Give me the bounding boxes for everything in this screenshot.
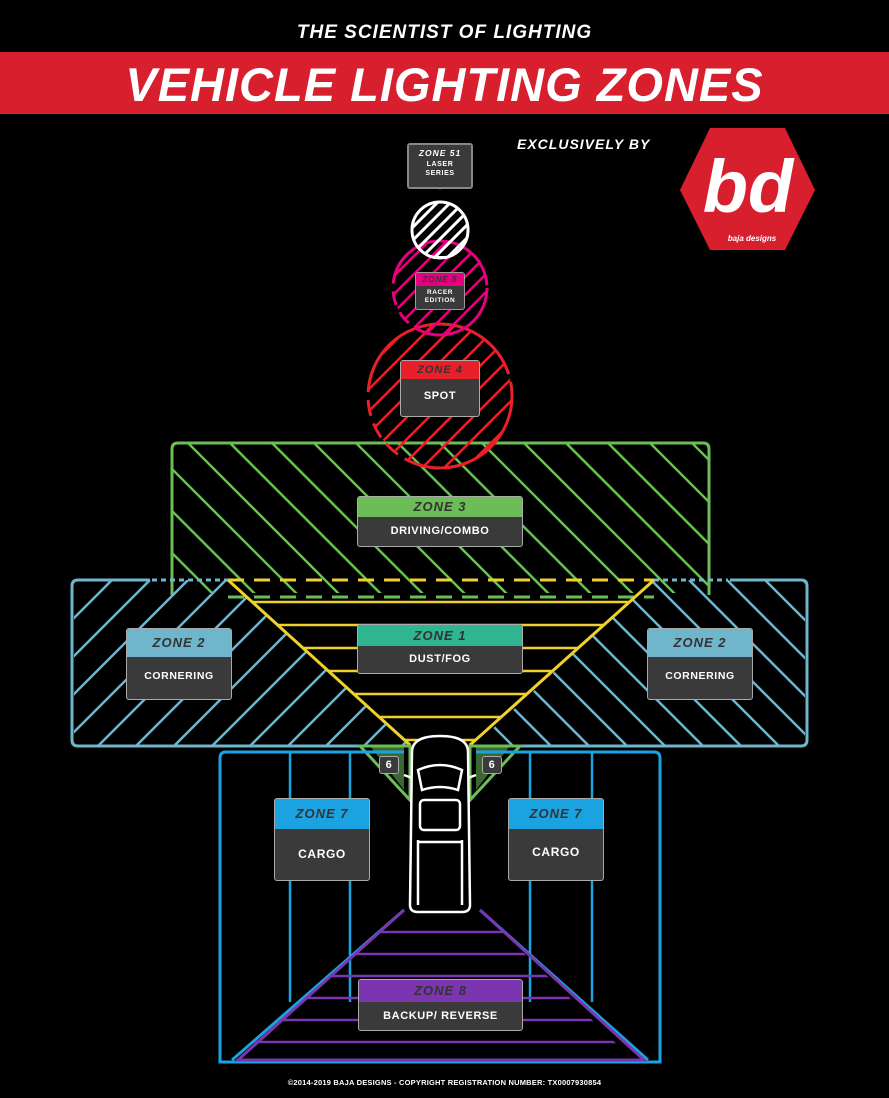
zone-6-left-badge: 6 xyxy=(379,756,399,774)
zone-3-name: ZONE 3 xyxy=(358,497,522,517)
zone-51-desc-2: SERIES xyxy=(425,170,455,177)
zone-7-left-desc: CARGO xyxy=(298,847,346,861)
zone-4-desc: SPOT xyxy=(423,390,457,402)
zone-2-left-desc: CORNERING xyxy=(144,670,214,682)
zone-6-right-badge: 6 xyxy=(482,756,502,774)
zone-7-right-label: ZONE 7 CARGO xyxy=(508,798,604,881)
zone-1-label: ZONE 1 DUST/FOG xyxy=(357,624,523,674)
zone-5-area xyxy=(393,241,487,335)
zone-4-name: ZONE 4 xyxy=(401,361,479,379)
zone-3-desc: DRIVING/COMBO xyxy=(390,525,490,537)
zone-5-desc-1: RACER xyxy=(426,289,454,296)
zone-1-name: ZONE 1 xyxy=(358,625,522,646)
logo-caption: baja designs xyxy=(728,234,777,243)
zone-7-right-desc: CARGO xyxy=(532,845,580,859)
zone-2-left-label: ZONE 2 CORNERING xyxy=(126,628,232,700)
title-banner xyxy=(0,52,889,114)
zone-1-outline xyxy=(226,578,656,747)
tagline: THE SCIENTIST OF LIGHTING xyxy=(296,22,593,43)
zone-2-right-name: ZONE 2 xyxy=(648,629,752,657)
zone-3-label: ZONE 3 DRIVING/COMBO xyxy=(357,496,523,547)
zone-5-label: ZONE 5 RACER EDITION xyxy=(415,272,465,310)
baja-designs-logo: bd baja designs xyxy=(680,128,815,250)
zone-2-left-name: ZONE 2 xyxy=(127,629,231,657)
zone-7-left-label: ZONE 7 CARGO xyxy=(274,798,370,881)
zone-51-label: ZONE 51 LASER SERIES xyxy=(407,143,473,189)
zone-2-right-desc: CORNERING xyxy=(665,670,735,682)
zone-8-desc: BACKUP/ REVERSE xyxy=(383,1010,498,1022)
zone-2-right-label: ZONE 2 CORNERING xyxy=(647,628,753,700)
zone-8-label: ZONE 8 BACKUP/ REVERSE xyxy=(358,979,523,1031)
zone-6-left-name: 6 xyxy=(385,759,393,771)
logo-text: bd xyxy=(703,145,795,228)
zone-2-outline xyxy=(70,578,809,748)
zone-7-outline xyxy=(218,750,662,1064)
zone-8-name: ZONE 8 xyxy=(359,980,522,1002)
zone-1-desc: DUST/FOG xyxy=(409,653,471,665)
page-title: VEHICLE LIGHTING ZONES xyxy=(125,58,764,111)
zone-5-name: ZONE 5 xyxy=(416,273,464,286)
zone-51-desc-1: LASER xyxy=(426,161,454,168)
zone-51-name: ZONE 51 xyxy=(409,145,471,158)
zone-7-right-name: ZONE 7 xyxy=(509,799,603,829)
zone-3-outline xyxy=(170,441,711,595)
copyright-notice: ©2014-2019 BAJA DESIGNS - COPYRIGHT REGI… xyxy=(287,1078,602,1087)
zone-4-label: ZONE 4 SPOT xyxy=(400,360,480,417)
zone-6-right-name: 6 xyxy=(488,759,496,771)
zone-7-left-name: ZONE 7 xyxy=(275,799,369,829)
vehicle-icon xyxy=(403,734,477,914)
zone-5-desc-2: EDITION xyxy=(424,297,456,304)
exclusively-by-text: EXCLUSIVELY BY xyxy=(517,136,651,152)
zone-4-area xyxy=(368,324,512,468)
